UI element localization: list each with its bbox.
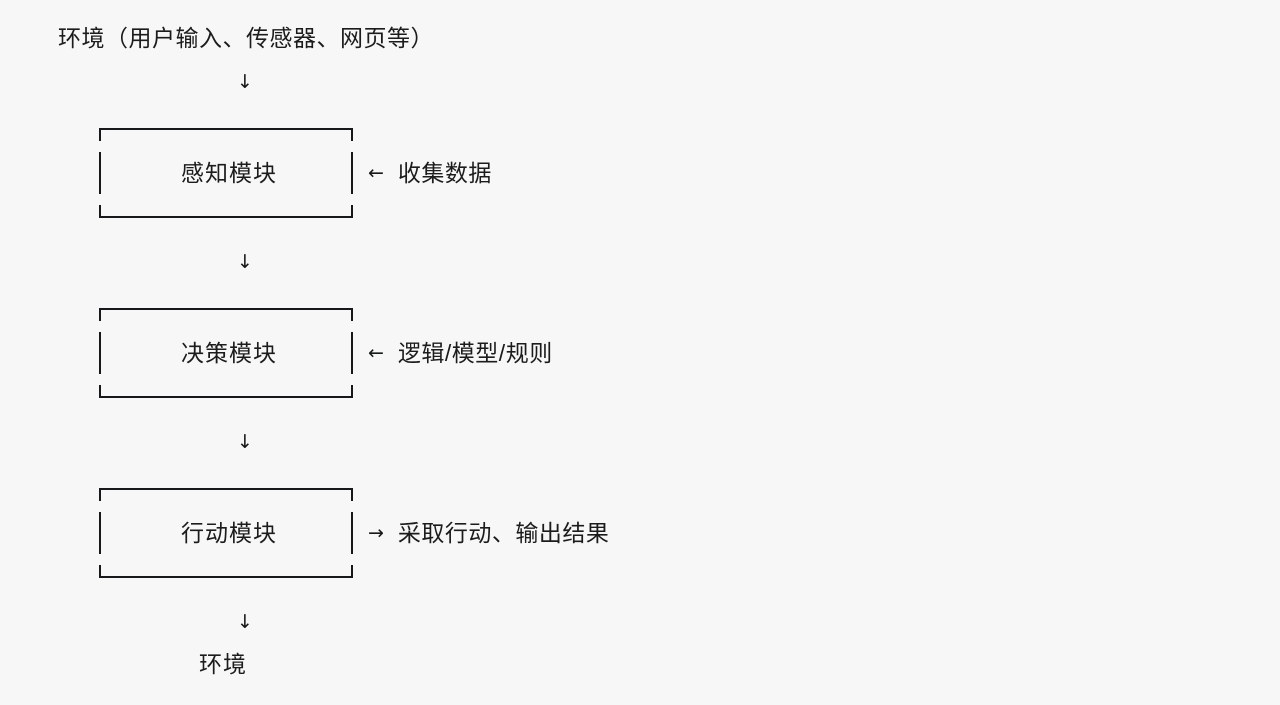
annotation-text-action: 采取行动、输出结果 <box>397 520 610 546</box>
box-side-bar-left <box>99 332 101 374</box>
annotation-text-decision: 逻辑/模型/规则 <box>397 340 553 366</box>
flow-arrow-down-4: ↓ <box>237 611 253 633</box>
module-label-decision: 决策模块 <box>181 340 277 366</box>
box-corner-top-left <box>99 128 101 141</box>
flow-arrow-down-2: ↓ <box>237 251 253 273</box>
box-corner-bottom-right <box>351 385 353 398</box>
box-corner-top-right <box>351 128 353 141</box>
box-side-bar-right <box>351 512 353 554</box>
box-side-bar-right <box>351 332 353 374</box>
box-corner-top-right <box>351 308 353 321</box>
annotation-arrow-right-icon: → <box>368 522 384 544</box>
module-box-decision: 决策模块 <box>99 308 353 398</box>
box-top-rule <box>99 128 353 130</box>
box-corner-top-left <box>99 488 101 501</box>
flow-arrow-down-1: ↓ <box>237 71 253 93</box>
box-corner-bottom-right <box>351 205 353 218</box>
box-top-rule <box>99 308 353 310</box>
box-bottom-rule <box>99 576 353 578</box>
environment-top-label: 环境（用户输入、传感器、网页等） <box>58 25 434 51</box>
annotation-decision: ← 逻辑/模型/规则 <box>368 337 553 369</box>
box-top-rule <box>99 488 353 490</box>
module-label-action: 行动模块 <box>181 520 277 546</box>
annotation-arrow-left-icon: ← <box>368 162 384 184</box>
annotation-arrow-left-icon: ← <box>368 342 384 364</box>
module-box-perception: 感知模块 <box>99 128 353 218</box>
box-bottom-rule <box>99 216 353 218</box>
box-side-bar-left <box>99 512 101 554</box>
box-corner-bottom-left <box>99 565 101 578</box>
box-corner-top-left <box>99 308 101 321</box>
box-corner-top-right <box>351 488 353 501</box>
box-side-bar-right <box>351 152 353 194</box>
box-side-bar-left <box>99 152 101 194</box>
flow-arrow-down-3: ↓ <box>237 431 253 453</box>
box-bottom-rule <box>99 396 353 398</box>
module-label-perception: 感知模块 <box>181 160 277 186</box>
box-corner-bottom-right <box>351 565 353 578</box>
annotation-action: → 采取行动、输出结果 <box>368 517 609 549</box>
module-box-action: 行动模块 <box>99 488 353 578</box>
box-corner-bottom-left <box>99 385 101 398</box>
annotation-text-perception: 收集数据 <box>397 160 492 186</box>
box-corner-bottom-left <box>99 205 101 218</box>
annotation-perception: ← 收集数据 <box>368 157 492 189</box>
environment-bottom-label: 环境 <box>199 651 247 677</box>
